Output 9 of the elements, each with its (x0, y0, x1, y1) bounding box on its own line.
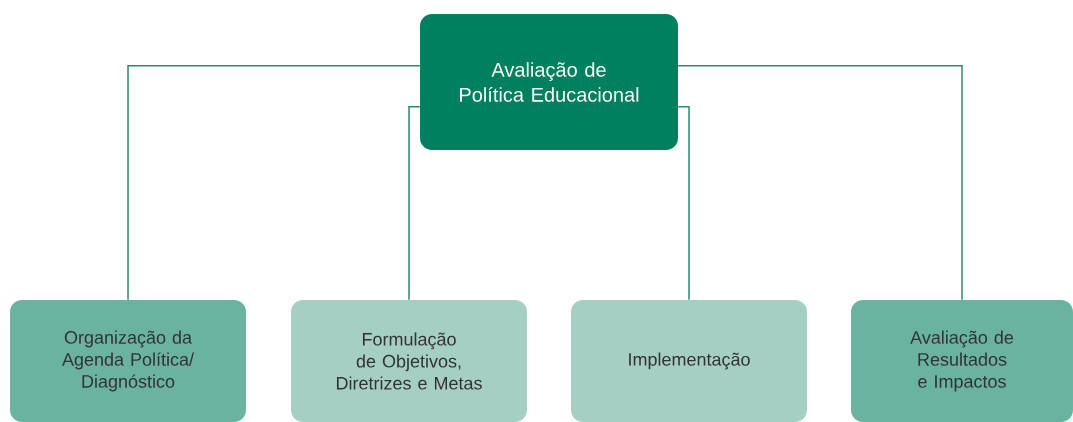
connector-line (677, 65, 963, 301)
connector-line (127, 65, 421, 301)
stage-box: Avaliação de Resultados e Impactos (851, 300, 1073, 422)
connector-line (677, 106, 690, 301)
title-box: Avaliação de Política Educacional (420, 14, 678, 150)
stage-box: Organização da Agenda Política/ Diagnóstico (10, 300, 246, 422)
stage-box: Formulação de Objetivos, Diretrizes e Metas (291, 300, 527, 422)
connector-line (408, 106, 421, 301)
stage-box: Implementação (571, 300, 807, 422)
